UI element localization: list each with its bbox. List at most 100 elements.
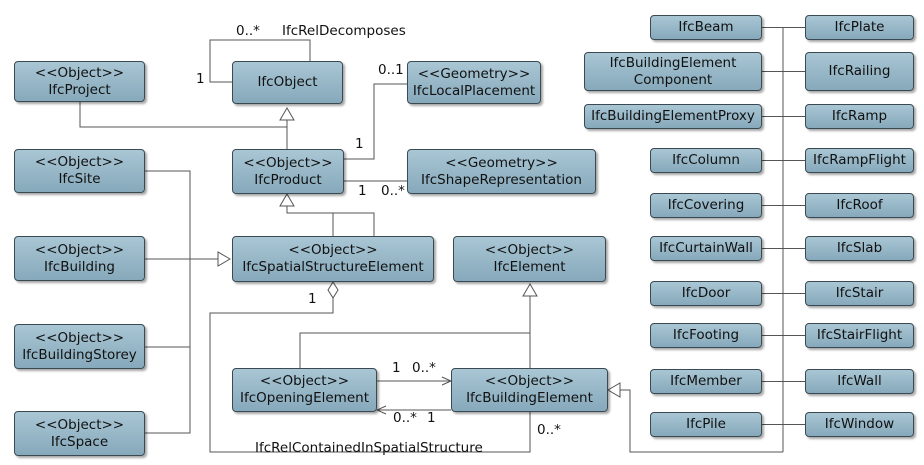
opening-many-top-label: 0..* xyxy=(412,360,436,376)
ifc-opening-element-box[interactable]: <<Object>> IfcOpeningElement xyxy=(232,368,377,412)
subtype-label-ifcbuildingelement-component: IfcBuildingElement Component xyxy=(609,54,737,88)
subtypes-generalization-arrow xyxy=(607,382,621,398)
subtype-box-ifcslab[interactable]: IfcSlab xyxy=(805,236,914,261)
ifc-building-storey-stereotype: <<Object>> xyxy=(34,329,125,346)
ifc-building-element-box[interactable]: <<Object>> IfcBuildingElement xyxy=(451,368,608,412)
element-product-generalization-line xyxy=(287,212,375,236)
subtype-label-ifcbeam: IfcBeam xyxy=(678,19,734,36)
ifc-product-box[interactable]: <<Object>> IfcProduct xyxy=(232,149,344,194)
subtype-label-ifcramp: IfcRamp xyxy=(831,108,888,125)
subtype-box-ifcrailing[interactable]: IfcRailing xyxy=(805,52,914,91)
shape-many-label: 0..* xyxy=(381,183,405,199)
ifc-space-name: IfcSpace xyxy=(50,433,109,450)
subtype-label-ifcstair: IfcStair xyxy=(835,285,884,302)
ifc-site-stereotype: <<Object>> xyxy=(34,154,125,171)
subtype-label-ifcslab: IfcSlab xyxy=(836,240,883,257)
subtype-label-ifcplate: IfcPlate xyxy=(834,19,885,36)
subtypes-link-line xyxy=(620,389,783,453)
ifc-site-name: IfcSite xyxy=(58,171,101,187)
ifc-opening-element-stereotype: <<Object>> xyxy=(259,373,350,390)
ifc-building-storey-box[interactable]: <<Object>> IfcBuildingStorey xyxy=(14,324,145,369)
subtype-box-ifcbuildingelement-component[interactable]: IfcBuildingElement Component xyxy=(584,52,762,91)
ifc-spatial-structure-element-name: IfcSpatialStructureElement xyxy=(242,259,424,275)
subtype-box-ifcrampflight[interactable]: IfcRampFlight xyxy=(805,148,914,173)
subtype-box-ifcstairflight[interactable]: IfcStairFlight xyxy=(805,323,914,348)
subtype-label-ifcfooting: IfcFooting xyxy=(672,327,740,344)
ifc-object-box[interactable]: IfcObject xyxy=(232,61,343,104)
ifc-project-stereotype: <<Object>> xyxy=(34,64,125,81)
contained-line xyxy=(209,298,531,453)
voids-arrow xyxy=(375,405,387,415)
ifc-object-name: IfcObject xyxy=(257,74,318,91)
subtype-label-ifcwindow: IfcWindow xyxy=(824,416,895,433)
subtype-label-ifcbuildingelementproxy: IfcBuildingElementProxy xyxy=(591,108,755,125)
ifc-building-stereotype: <<Object>> xyxy=(34,241,125,258)
spatial-generalization-arrow xyxy=(217,251,231,267)
ifc-element-stereotype: <<Object>> xyxy=(484,242,575,259)
subtype-label-ifcstairflight: IfcStairFlight xyxy=(816,327,903,344)
site-generalization-line xyxy=(145,170,218,260)
ifc-building-storey-name: IfcBuildingStorey xyxy=(22,346,137,363)
subtype-label-ifcroof: IfcRoof xyxy=(836,197,883,214)
subtype-box-ifcmember[interactable]: IfcMember xyxy=(650,369,762,394)
spatial-one-label: 1 xyxy=(308,291,317,307)
ifc-local-placement-stereotype: <<Geometry>> xyxy=(417,65,531,82)
element-generalization-arrow xyxy=(522,283,538,297)
rel-contained-label: IfcRelContainedInSpatialStructure xyxy=(255,440,483,456)
storey-generalization-line xyxy=(145,259,191,348)
ifc-project-name: IfcProject xyxy=(48,81,111,98)
subtype-box-ifccovering[interactable]: IfcCovering xyxy=(650,193,762,218)
product-generalization-arrow xyxy=(279,193,295,207)
subtype-stubs xyxy=(762,27,805,425)
subtype-label-ifcpile: IfcPile xyxy=(686,416,726,433)
subtype-label-ifcwall: IfcWall xyxy=(837,373,882,390)
decomposes-loop-line xyxy=(209,39,311,83)
subtype-label-ifcrailing: IfcRailing xyxy=(828,63,891,80)
subtype-box-ifcbeam[interactable]: IfcBeam xyxy=(650,15,762,40)
subtype-box-ifcwindow[interactable]: IfcWindow xyxy=(805,412,914,437)
subtype-label-ifccovering: IfcCovering xyxy=(667,197,745,214)
subtype-box-ifccurtainwall[interactable]: IfcCurtainWall xyxy=(650,236,762,261)
ifc-building-box[interactable]: <<Object>> IfcBuilding xyxy=(14,236,145,281)
contained-many-label: 0..* xyxy=(537,422,561,438)
project-generalization-line xyxy=(79,102,288,128)
spatial-generalization-line xyxy=(286,206,334,236)
ifc-site-box[interactable]: <<Object>> IfcSite xyxy=(14,149,145,193)
subtype-box-ifcplate[interactable]: IfcPlate xyxy=(805,15,914,40)
ifc-space-stereotype: <<Object>> xyxy=(34,416,125,433)
contained-diamond xyxy=(327,281,339,299)
ifc-local-placement-name: IfcLocalPlacement xyxy=(412,82,536,99)
ifc-element-box[interactable]: <<Object>> IfcElement xyxy=(453,236,606,282)
subtype-box-ifcfooting[interactable]: IfcFooting xyxy=(650,323,762,348)
subtype-box-ifcdoor[interactable]: IfcDoor xyxy=(650,281,762,306)
placement-association-line xyxy=(344,83,407,160)
subtype-box-ifccolumn[interactable]: IfcColumn xyxy=(650,148,762,173)
subtype-box-ifcbuildingelementproxy[interactable]: IfcBuildingElementProxy xyxy=(584,104,762,129)
ifc-building-name: IfcBuilding xyxy=(44,258,115,275)
subtype-box-ifcroof[interactable]: IfcRoof xyxy=(805,193,914,218)
subtype-box-ifcpile[interactable]: IfcPile xyxy=(650,412,762,437)
space-generalization-line xyxy=(145,347,191,434)
opening-many-bottom-label: 0..* xyxy=(393,410,417,426)
ifc-element-name: IfcElement xyxy=(493,259,566,275)
subtype-box-ifcwall[interactable]: IfcWall xyxy=(805,369,914,394)
subtype-label-ifcmember: IfcMember xyxy=(670,373,742,390)
subtype-label-ifcdoor: IfcDoor xyxy=(681,285,731,302)
decomposes-many-label: 0..* xyxy=(236,23,260,39)
decomposes-one-label: 1 xyxy=(196,71,205,87)
ifc-spatial-structure-element-box[interactable]: <<Object>> IfcSpatialStructureElement xyxy=(232,236,434,282)
ifc-local-placement-box[interactable]: <<Geometry>> IfcLocalPlacement xyxy=(407,61,541,104)
ifc-space-box[interactable]: <<Object>> IfcSpace xyxy=(14,411,145,456)
ifc-opening-element-name: IfcOpeningElement xyxy=(240,390,369,406)
subtype-label-ifccurtainwall: IfcCurtainWall xyxy=(659,240,753,257)
rel-decomposes-label: IfcRelDecomposes xyxy=(282,23,406,39)
subtype-box-ifcramp[interactable]: IfcRamp xyxy=(805,104,914,129)
shape-one-label: 1 xyxy=(358,183,367,199)
ifc-project-box[interactable]: <<Object>> IfcProject xyxy=(14,61,145,102)
object-generalization-arrow xyxy=(279,107,295,121)
subtype-box-ifcstair[interactable]: IfcStair xyxy=(805,281,914,306)
ifc-shape-representation-name: IfcShapeRepresentation xyxy=(421,171,582,188)
ifc-shape-representation-box[interactable]: <<Geometry>> IfcShapeRepresentation xyxy=(407,149,596,194)
